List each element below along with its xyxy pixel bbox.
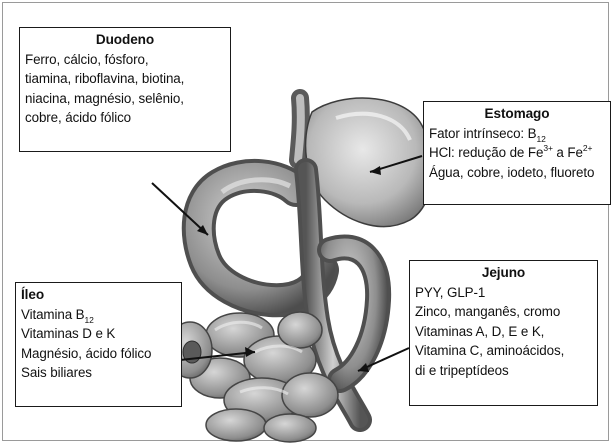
ileo-line-3: Magnésio, ácido fólico	[21, 344, 176, 364]
ileo-line-4: Sais biliares	[21, 363, 176, 383]
jejuno-line-2: Zinco, manganês, cromo	[415, 302, 592, 322]
jejuno-line-3: Vitaminas A, D, E e K,	[415, 322, 592, 342]
estomago-title: Estomago	[429, 104, 605, 124]
duodeno-line-3: niacina, magnésio, selênio,	[25, 89, 225, 109]
estomago-label-box: Estomago Fator intrínseco: B12 HCl: redu…	[423, 101, 611, 205]
estomago-line-3: Água, cobre, iodeto, fluoreto	[429, 163, 605, 183]
estomago-line-2: HCl: redução de Fe3+ a Fe2+	[429, 143, 605, 163]
duodeno-label-box: Duodeno Ferro, cálcio, fósforo, tiamina,…	[19, 27, 231, 152]
duodeno-line-2: tiamina, riboflavina, biotina,	[25, 69, 225, 89]
ileo-label-box: Íleo Vitamina B12 Vitaminas D e K Magnés…	[15, 282, 182, 407]
duodeno-line-1: Ferro, cálcio, fósforo,	[25, 50, 225, 70]
duodeno-title: Duodeno	[25, 30, 225, 50]
ileum	[168, 312, 338, 442]
ileo-line-1: Vitamina B12	[21, 305, 176, 325]
duodeno-line-4: cobre, ácido fólico	[25, 108, 225, 128]
ileo-title: Íleo	[21, 285, 176, 305]
jejuno-line-4: Vitamina C, aminoácidos,	[415, 341, 592, 361]
jejuno-label-box: Jejuno PYY, GLP-1 Zinco, manganês, cromo…	[409, 260, 598, 406]
jejuno-title: Jejuno	[415, 263, 592, 283]
jejuno-line-1: PYY, GLP-1	[415, 283, 592, 303]
estomago-line-1: Fator intrínseco: B12	[429, 124, 605, 144]
ileo-line-2: Vitaminas D e K	[21, 324, 176, 344]
stomach	[306, 98, 433, 226]
jejuno-line-5: di e tripeptídeos	[415, 361, 592, 381]
